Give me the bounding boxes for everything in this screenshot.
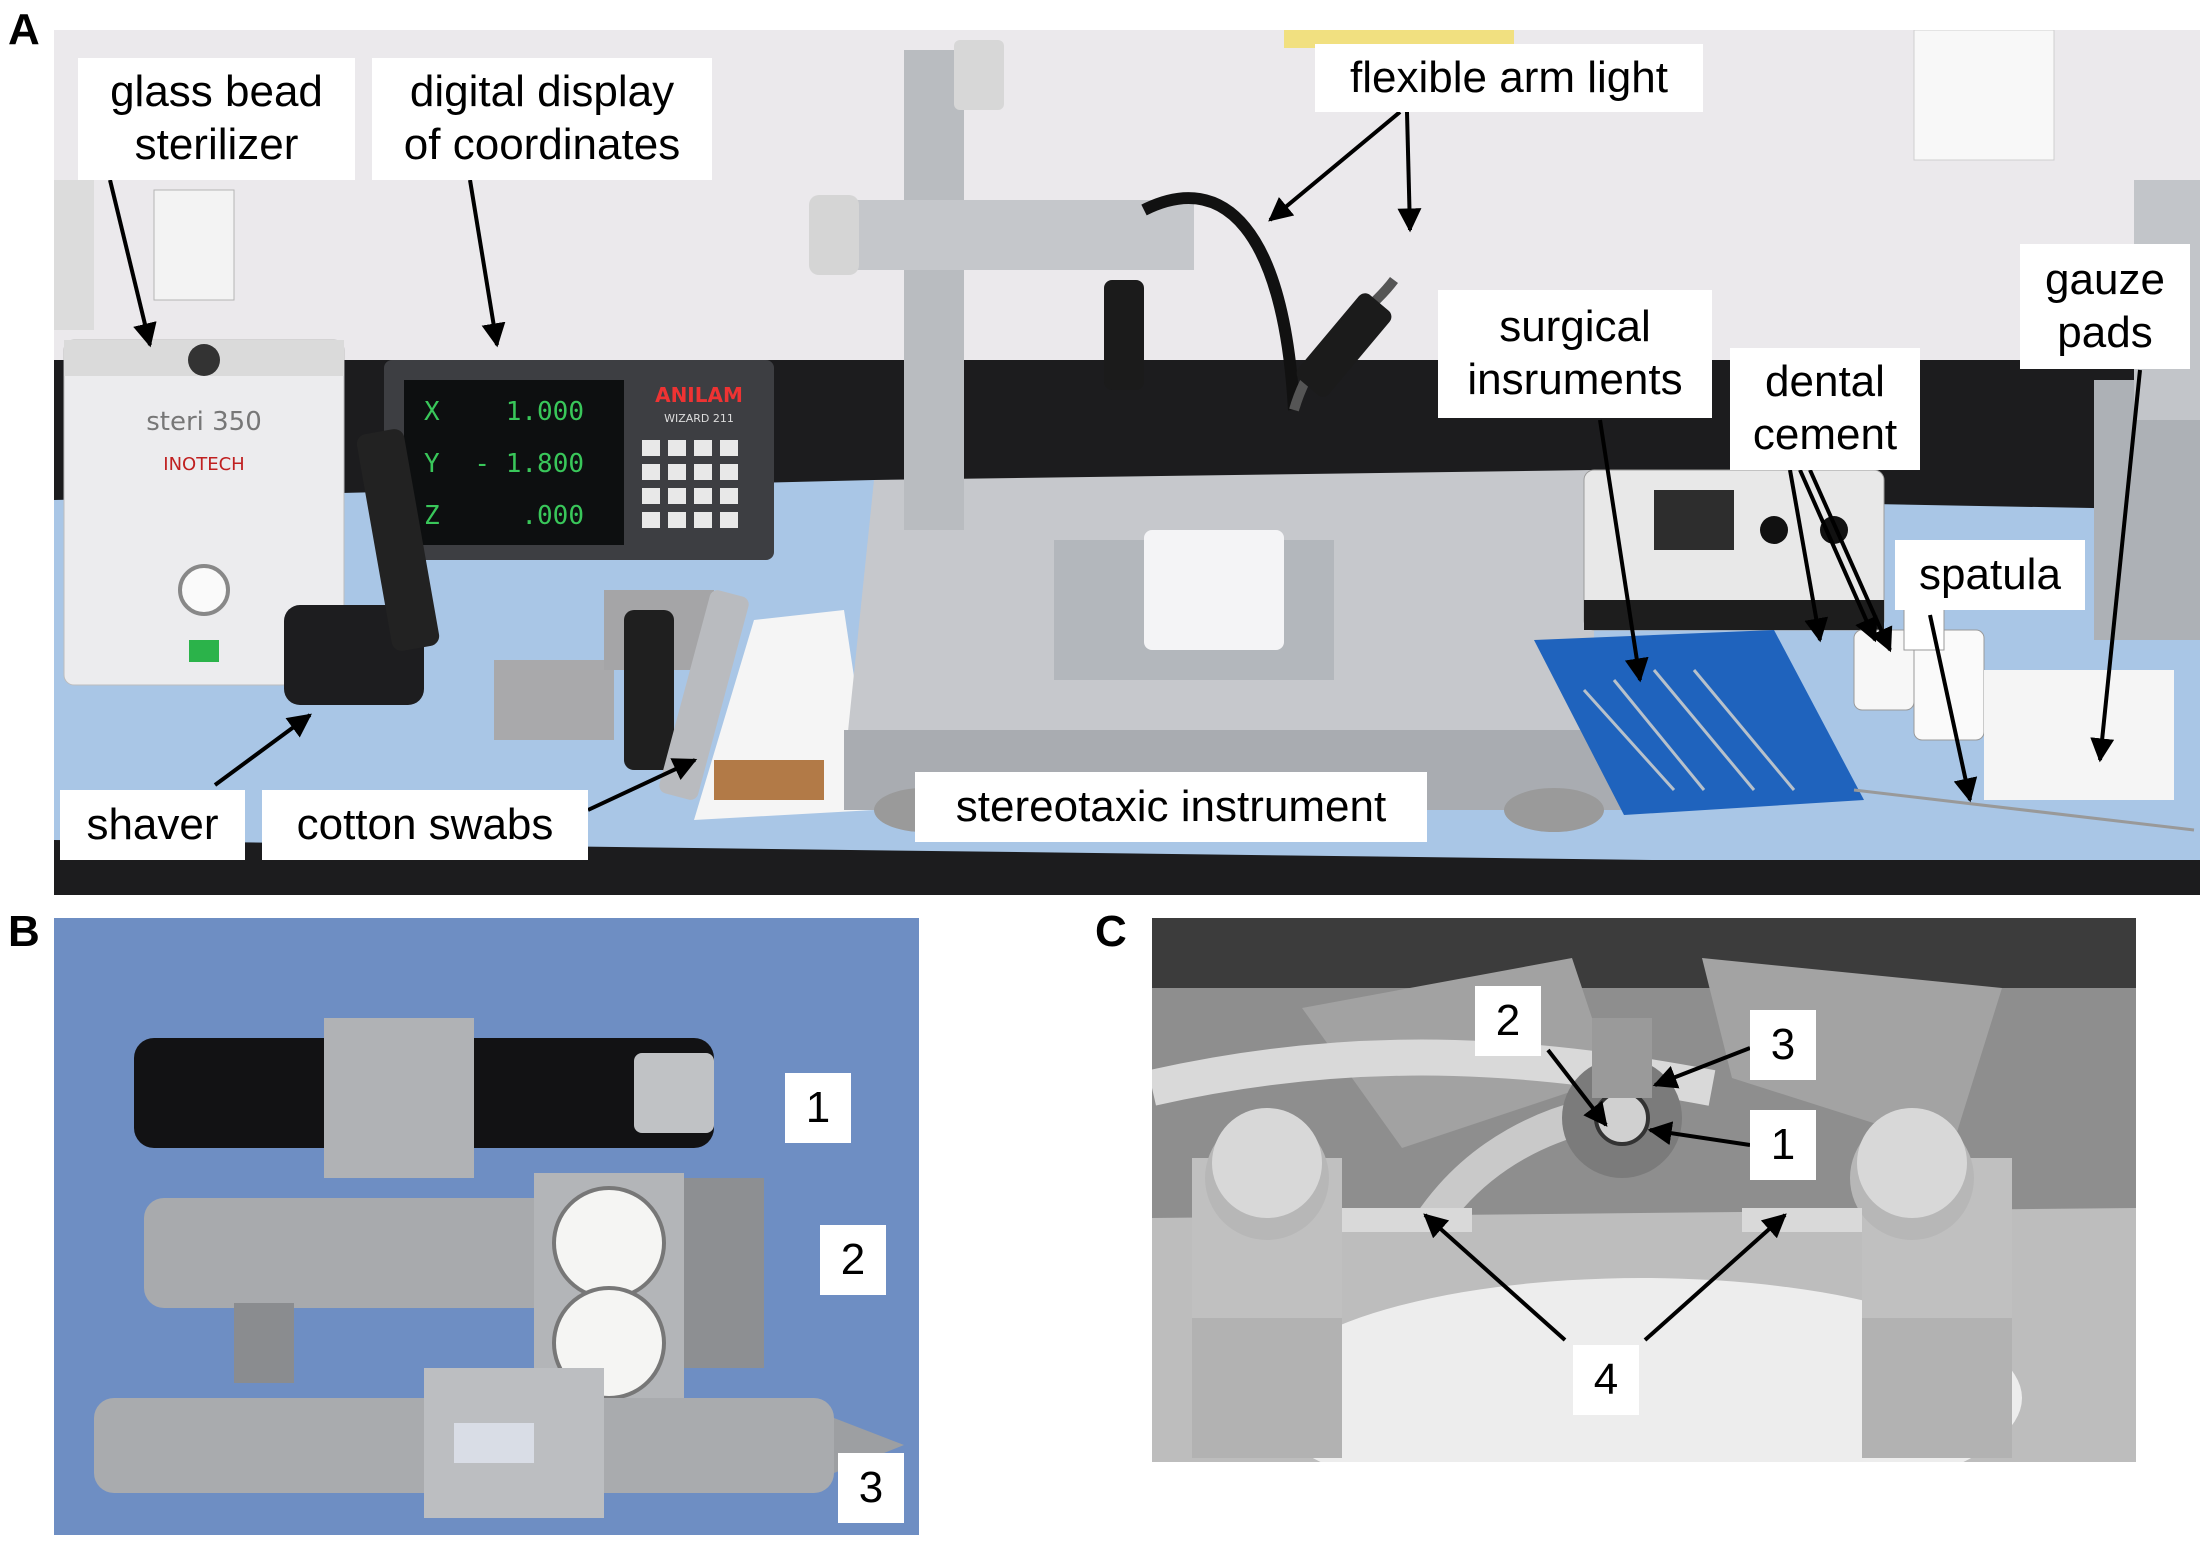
label-digital-display: digital display of coordinates	[372, 58, 712, 180]
display-model-text: WIZARD 211	[664, 412, 734, 425]
display-z-value: .000	[521, 501, 584, 531]
stereotaxic-components-illustration	[54, 918, 919, 1535]
panel-c-number-2: 2	[1475, 986, 1541, 1056]
label-flexible-arm-light: flexible arm light	[1315, 44, 1703, 112]
panel-c-number-3: 3	[1750, 1010, 1816, 1080]
sterilizer-model-text: steri 350	[146, 407, 262, 437]
label-glass-bead-sterilizer: glass bead sterilizer	[78, 58, 355, 180]
display-y-axis: Y	[424, 449, 440, 479]
panel-b-number-2: 2	[820, 1225, 886, 1295]
label-surgical-instruments: surgical insruments	[1438, 290, 1712, 418]
label-spatula: spatula	[1895, 540, 2085, 610]
display-z-axis: Z	[424, 501, 440, 531]
label-shaver: shaver	[60, 790, 245, 860]
display-y-value: - 1.800	[474, 449, 584, 479]
panel-c-number-1: 1	[1750, 1110, 1816, 1180]
label-stereotaxic-instrument: stereotaxic instrument	[915, 772, 1427, 842]
sterilizer-brand-text: INOTECH	[163, 454, 244, 475]
panel-c-photo	[1152, 918, 2136, 1462]
label-cotton-swabs: cotton swabs	[262, 790, 588, 860]
label-gauze-pads: gauze pads	[2020, 244, 2190, 369]
panel-b-number-1: 1	[785, 1073, 851, 1143]
ear-bar-closeup-illustration	[1152, 918, 2136, 1462]
panel-letter-a: A	[8, 5, 40, 54]
panel-b-number-3: 3	[838, 1453, 904, 1523]
panel-letter-c: C	[1095, 907, 1127, 956]
display-x-axis: X	[424, 397, 440, 427]
display-brand-text: ANILAM	[655, 383, 743, 407]
panel-c-number-4: 4	[1573, 1345, 1639, 1415]
panel-b-photo	[54, 918, 919, 1535]
panel-letter-b: B	[8, 907, 40, 956]
label-dental-cement: dental cement	[1730, 348, 1920, 470]
display-x-value: 1.000	[506, 397, 584, 427]
